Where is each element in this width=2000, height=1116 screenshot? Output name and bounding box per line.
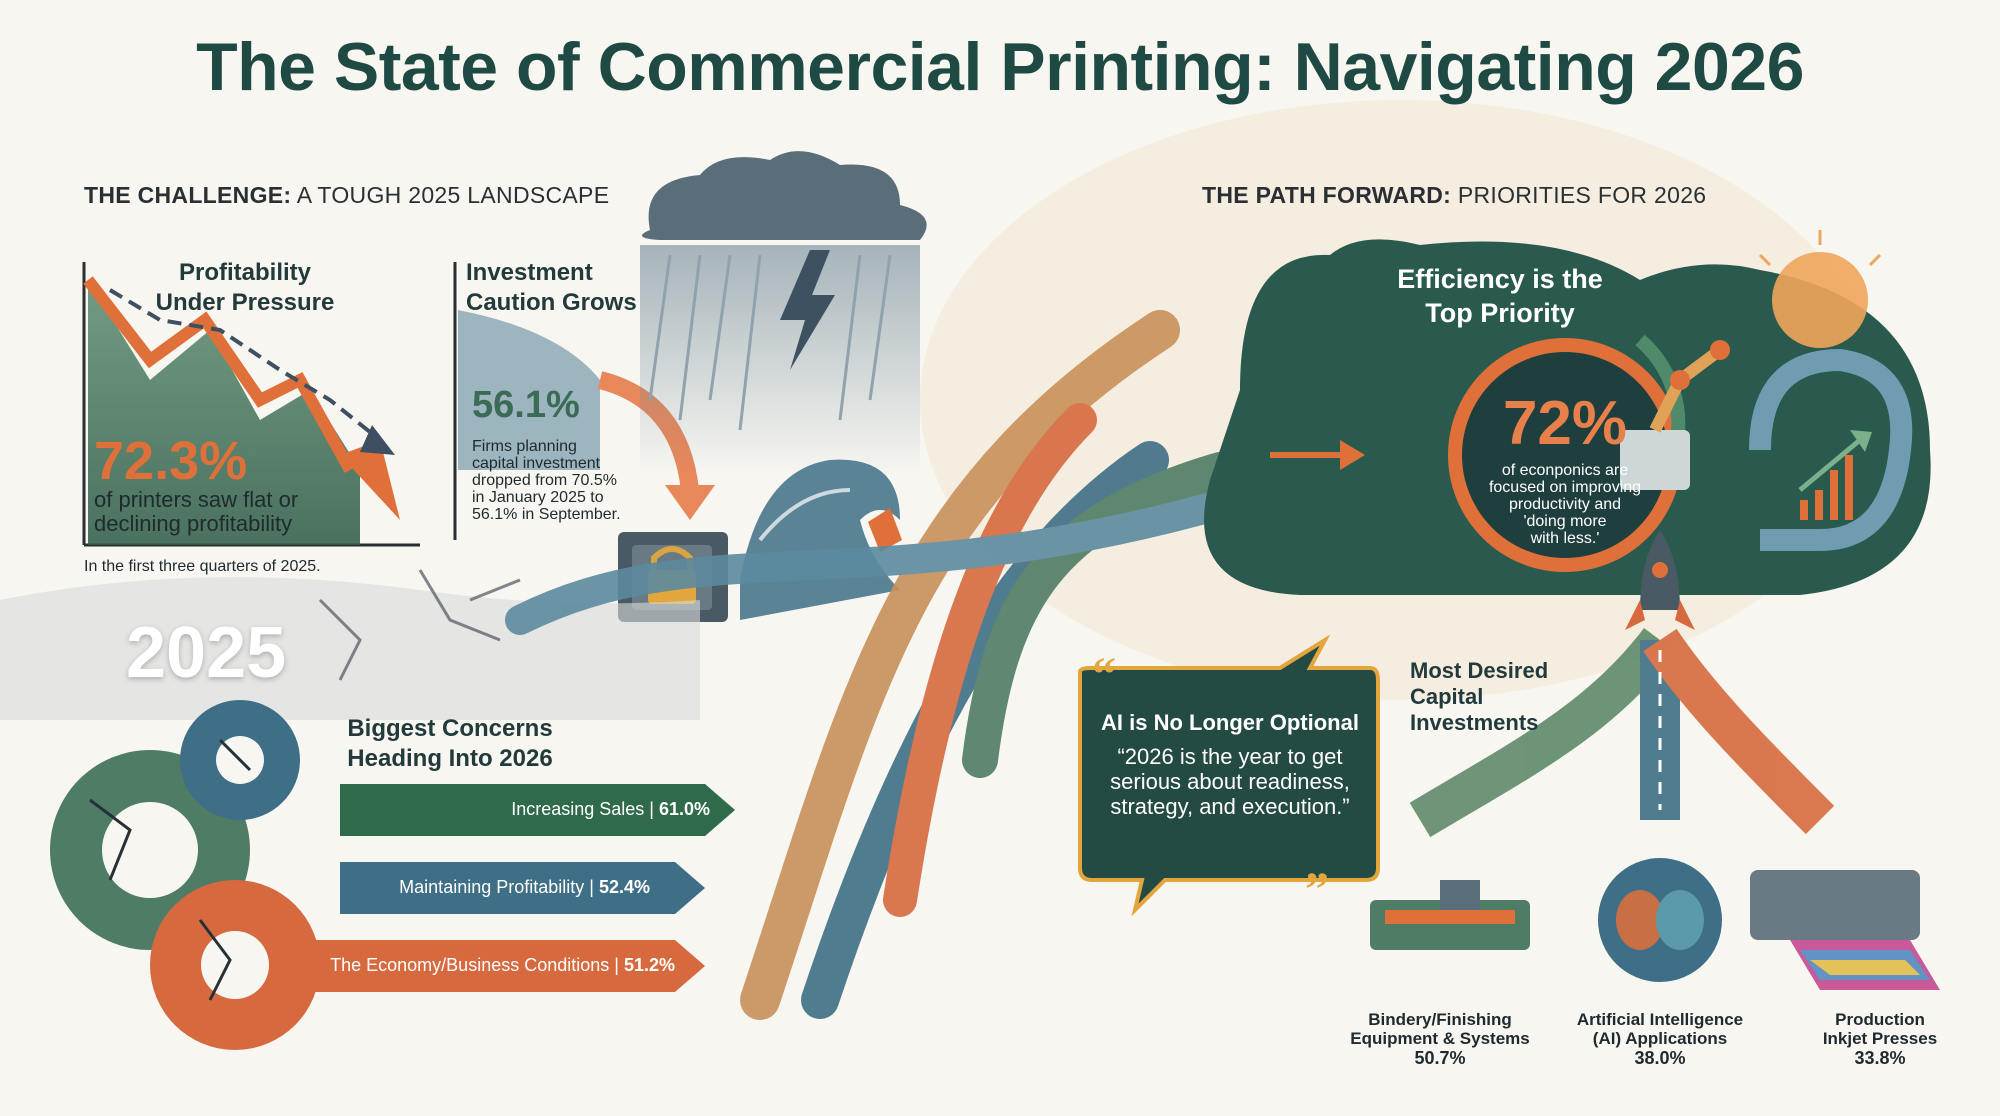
investment-label-line: Bindery/Finishing [1368, 1010, 1512, 1029]
bindery-icon [1370, 880, 1530, 950]
efficiency-desc-line: with less.' [1530, 530, 1600, 547]
year-2025: 2025 [126, 613, 287, 693]
investment-label-line: Inkjet Presses [1822, 1029, 1938, 1048]
efficiency-description: of econponics are focused on improving p… [1465, 462, 1665, 547]
quote-line: strategy, and execution.” [1110, 794, 1350, 819]
investments-heading-line: Capital [1410, 684, 1484, 709]
profit-desc-line2: declining profitability [94, 511, 293, 536]
challenge-heading-bold: THE CHALLENGE: [84, 182, 292, 208]
investment-item-ai: Artificial Intelligence (AI) Application… [1560, 1010, 1760, 1069]
efficiency-title-line1: Efficiency is the [1397, 264, 1603, 294]
lightning-icon [780, 250, 835, 370]
investment-percent: 56.1% [472, 384, 580, 426]
efficiency-title-line2: Top Priority [1425, 298, 1575, 328]
efficiency-title: Efficiency is the Top Priority [1360, 262, 1640, 330]
profit-desc-line1: of printers saw flat or [94, 487, 299, 512]
concerns-title-line1: Biggest Concerns [347, 715, 553, 742]
concern-value: 51.2% [623, 955, 675, 975]
concern-value: 52.4% [598, 877, 650, 897]
investment-label-line: Artificial Intelligence [1576, 1010, 1744, 1029]
cracked-gear-icon [50, 700, 320, 1050]
investment-description: Firms planning capital investment droppe… [472, 438, 642, 523]
concern-name: Maintaining Profitability [399, 877, 585, 897]
concern-label-2: Maintaining Profitability | 52.4% [399, 877, 650, 897]
concern-name: Increasing Sales [511, 799, 645, 819]
concern-label-1: Increasing Sales | 61.0% [511, 799, 710, 819]
investment-title-line2: Caution Grows [466, 289, 637, 316]
investment-title: Investment Caution Grows [466, 258, 656, 318]
efficiency-desc-line: 'doing more [1523, 513, 1607, 530]
investment-item-inkjet: Production Inkjet Presses 33.8% [1780, 1010, 1980, 1069]
flow-ribbons [505, 310, 1345, 1020]
quote-title: AI is No Longer Optional [1101, 710, 1359, 735]
investment-desc-line: 56.1% in September. [472, 506, 621, 523]
path-heading: THE PATH FORWARD: PRIORITIES FOR 2026 [1202, 182, 1706, 209]
efficiency-desc-line: productivity and [1508, 496, 1622, 513]
storm-cloud-icon [640, 151, 927, 475]
path-heading-rest: PRIORITIES FOR 2026 [1451, 182, 1707, 208]
quote-icon: “ [1092, 648, 1116, 701]
quote-bubble: “ ” [1078, 634, 1380, 917]
concern-bar-2 [340, 862, 705, 914]
profit-title: Profitability Under Pressure [150, 258, 340, 318]
investment-roads [1409, 627, 1835, 838]
investments-heading-line: Investments [1410, 710, 1539, 735]
concern-bar-1 [340, 784, 735, 836]
quote-body: “2026 is the year to get serious about r… [1090, 744, 1370, 819]
efficiency-panel [1204, 239, 1931, 595]
profit-percent: 72.3% [94, 431, 248, 491]
investments-heading: Most Desired Capital Investments [1410, 658, 1548, 736]
profit-description: of printers saw flat or declining profit… [94, 488, 374, 536]
brain-icon [1598, 858, 1722, 982]
svg-text:”: ” [1305, 863, 1329, 916]
quote-line: serious about readiness, [1110, 769, 1350, 794]
investment-item-bindery: Bindery/Finishing Equipment & Systems 50… [1340, 1010, 1540, 1069]
investment-value: 50.7% [1414, 1048, 1466, 1068]
warning-icon [868, 508, 902, 552]
quote-line: “2026 is the year to get [1117, 744, 1343, 769]
investment-title-line1: Investment [466, 259, 593, 286]
profit-title-line1: Profitability [178, 259, 311, 286]
concern-name: The Economy/Business Conditions [330, 955, 610, 975]
challenge-heading-rest: A TOUGH 2025 LANDSCAPE [291, 182, 610, 208]
concerns-title-line2: Heading Into 2026 [347, 745, 553, 772]
rocket-icon [1625, 530, 1695, 630]
profit-chart-graphic [82, 262, 420, 547]
challenge-heading: THE CHALLENGE: A TOUGH 2025 LANDSCAPE [84, 182, 609, 209]
profit-note: In the first three quarters of 2025. [84, 558, 321, 575]
concerns-title: Biggest Concerns Heading Into 2026 [330, 714, 570, 774]
efficiency-percent: 72% [1502, 389, 1628, 458]
path-heading-bold: THE PATH FORWARD: [1202, 182, 1452, 208]
robot-arm-icon [1620, 340, 1730, 490]
investment-desc-line: capital investment [472, 455, 601, 472]
concern-label-3: The Economy/Business Conditions | 51.2% [330, 955, 675, 975]
investment-value: 33.8% [1854, 1048, 1906, 1068]
investment-label-line: Production [1835, 1010, 1925, 1029]
sun-icon [1758, 230, 1882, 348]
efficiency-desc-line: focused on improving [1488, 479, 1642, 496]
investment-label-line: (AI) Applications [1592, 1029, 1728, 1048]
printer-icon [1750, 870, 1940, 990]
investment-label-line: Equipment & Systems [1350, 1029, 1530, 1048]
efficiency-desc-line: of econponics are [1501, 462, 1629, 479]
investment-desc-line: dropped from 70.5% [472, 472, 617, 489]
page-title: The State of Commercial Printing: Naviga… [196, 29, 1804, 105]
concern-bar-3 [310, 940, 705, 992]
investments-heading-line: Most Desired [1410, 658, 1549, 683]
investment-desc-line: in January 2025 to [472, 489, 604, 506]
investment-value: 38.0% [1634, 1048, 1686, 1068]
profit-title-line2: Under Pressure [155, 289, 335, 316]
investment-desc-line: Firms planning [472, 438, 577, 455]
concern-value: 61.0% [658, 799, 710, 819]
